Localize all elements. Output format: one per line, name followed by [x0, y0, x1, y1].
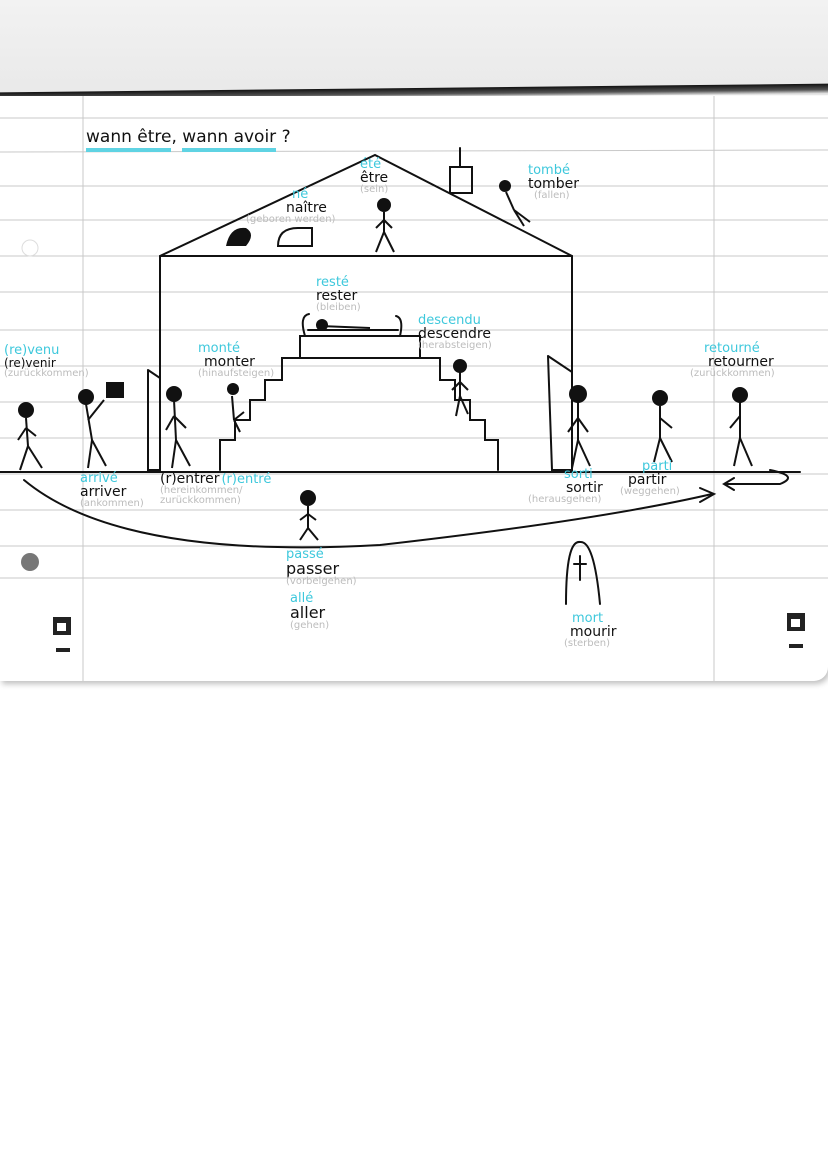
participle: resté: [316, 275, 349, 290]
infinitive: retourner: [708, 354, 774, 370]
infinitive: monter: [204, 354, 255, 370]
german-translation: (geboren werden): [246, 214, 336, 225]
title-avoir: wann avoir: [182, 127, 277, 152]
german-translation: (sterben): [564, 638, 611, 649]
page-title: wann être, wann avoir ?: [86, 127, 291, 152]
maison-etre-drawing: [0, 96, 828, 681]
ruled-lines: [0, 96, 828, 681]
house-outline: [0, 147, 801, 605]
german-translation: (gehen): [290, 620, 330, 631]
verb-label-etre: été être (sein): [360, 158, 388, 195]
german-translation: (zurückkommen): [4, 368, 89, 379]
title-etre: wann être: [86, 127, 172, 152]
verb-label-partir: parti partir (weggehen): [620, 460, 680, 497]
infinitive: aller: [290, 603, 326, 622]
participle: passé: [286, 547, 324, 562]
stick-figures: [17, 191, 753, 541]
verb-label-naitre: né naître (geboren werden): [246, 187, 335, 225]
participle: tombé: [528, 163, 570, 178]
infinitive: passer: [286, 559, 340, 578]
verb-label-rester: resté rester (bleiben): [316, 276, 361, 313]
german-translation: (bleiben): [316, 302, 361, 313]
infinitive: naître: [286, 200, 327, 216]
infinitive: (r)entrer: [160, 471, 220, 487]
infinitive: être: [360, 170, 389, 186]
infinitive: rester: [316, 288, 358, 304]
german-translation: (hereinkommen/ zurückkommen): [160, 485, 243, 506]
german-translation: (ankommen): [80, 498, 144, 509]
participle: arrivé: [80, 471, 118, 486]
german-translation: (fallen): [534, 190, 570, 201]
participle: sorti: [564, 467, 593, 482]
participle: descendu: [418, 313, 481, 328]
infinitive: (re)venir: [4, 356, 56, 370]
verb-label-descendre: descendu descendre (herabsteigen): [418, 314, 492, 351]
infinitive: sortir: [566, 480, 603, 496]
infinitive: partir: [628, 472, 667, 488]
scanner-background: [0, 0, 828, 95]
participle: parti: [642, 459, 673, 474]
german-translation: (herausgehen): [528, 494, 602, 505]
verb-label-monter: monté monter (hinaufsteigen): [198, 342, 274, 379]
participle: (r)entré: [221, 472, 272, 487]
notebook-page: wann être, wann avoir ? né naître (gebor…: [0, 96, 828, 681]
verb-label-mourir: mort mourir (sterben): [564, 612, 616, 649]
verb-label-arriver: arrivé arriver (ankommen): [80, 472, 144, 509]
verb-label-tomber: tombé tomber (fallen): [528, 164, 579, 201]
participle: été: [360, 157, 382, 172]
participle: mort: [572, 611, 604, 626]
participle: monté: [198, 341, 240, 356]
title-separator: ,: [171, 127, 177, 147]
participle: retourné: [704, 341, 760, 356]
stick-figure-heads: [18, 180, 748, 506]
verb-label-revenir: (re)venu (re)venir (zurückkommen): [4, 344, 89, 379]
german-translation: (zurückkommen): [690, 368, 775, 379]
verb-label-retourner: retourné retourner (zurückkommen): [690, 341, 775, 379]
german-translation: (vorbeigehen): [286, 576, 357, 587]
german-translation: (hinaufsteigen): [198, 368, 275, 379]
verb-label-sortir: sorti sortir (herausgehen): [528, 468, 603, 505]
participle: né: [292, 187, 309, 202]
title-question: ?: [276, 127, 291, 147]
infinitive: arriver: [80, 484, 127, 500]
german-translation: (weggehen): [620, 486, 680, 497]
verb-label-entrer: (r)entrer (r)entré (hereinkommen/ zurück…: [160, 472, 280, 506]
participle: (re)venu: [4, 343, 60, 358]
infinitive: mourir: [570, 624, 617, 640]
verb-label-passer: passé passer (vorbeigehen): [286, 548, 357, 587]
participle: allé: [290, 591, 314, 606]
german-translation: (herabsteigen): [418, 340, 492, 351]
infinitive: descendre: [418, 326, 491, 342]
german-translation: (sein): [360, 184, 389, 195]
infinitive: tomber: [528, 176, 579, 192]
verb-label-aller: allé aller (gehen): [290, 592, 329, 631]
